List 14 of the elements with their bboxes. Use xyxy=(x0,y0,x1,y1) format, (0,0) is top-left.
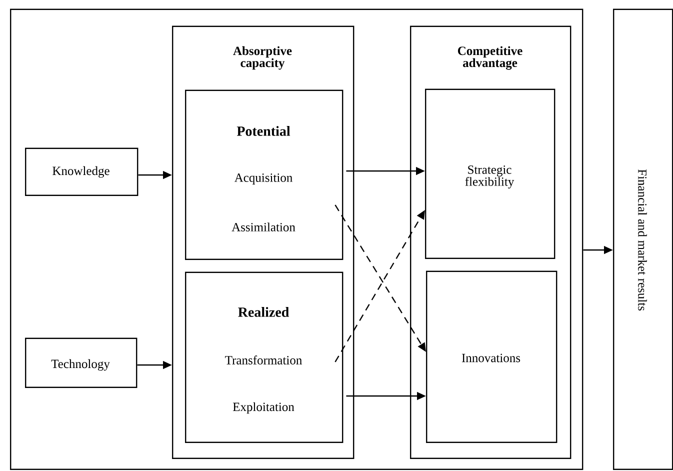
node-text: Strategic flexibility xyxy=(465,166,514,188)
panel-box xyxy=(10,8,584,470)
node-text: Financial and market results xyxy=(638,169,647,310)
node-text: Realized xyxy=(238,307,290,317)
node-text: Innovations xyxy=(462,354,520,362)
node-text: Technology xyxy=(51,359,110,371)
node-text: Absorptive capacity xyxy=(233,46,292,70)
node-text: Transformation xyxy=(225,356,302,364)
node-text: Exploitation xyxy=(232,402,294,414)
node-text: Acquisition xyxy=(234,174,292,184)
node-text: Assimilation xyxy=(232,222,296,232)
node-text: Competitive advantage xyxy=(458,46,522,70)
node-text: Knowledge xyxy=(52,166,110,178)
node-text: Potential xyxy=(236,126,290,136)
